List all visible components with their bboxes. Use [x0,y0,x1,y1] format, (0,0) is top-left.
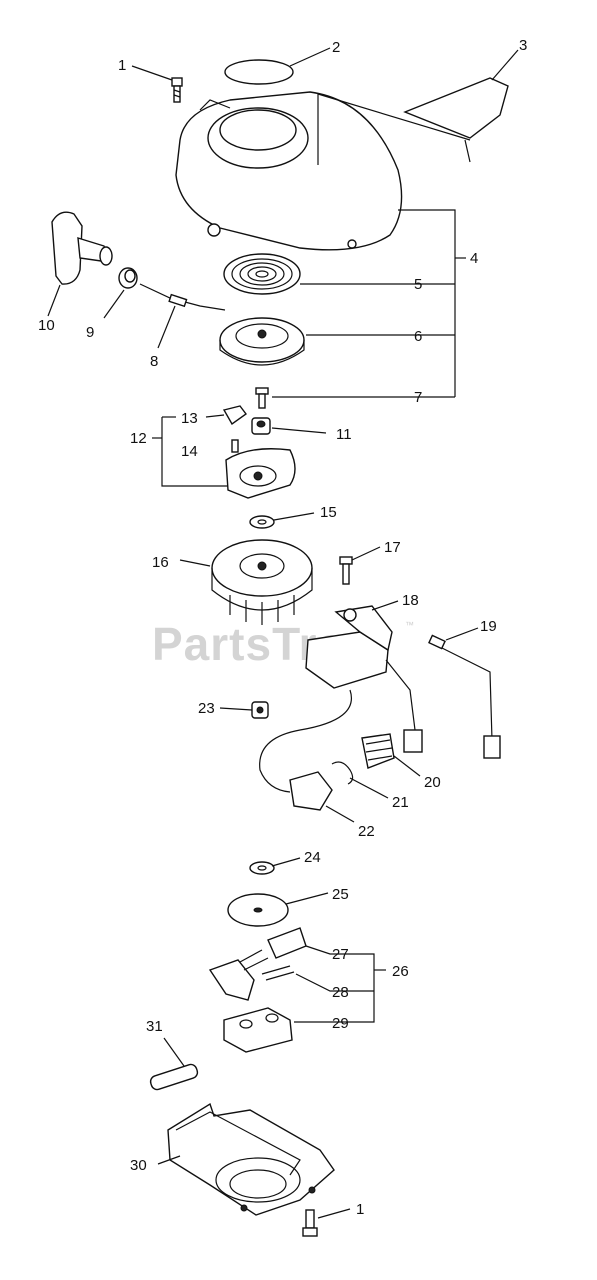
leader-lines [47,47,519,1219]
part-fan-cover [175,91,471,251]
part-ratchet-12 [225,448,296,499]
callout-1-bottom: 1 [356,1201,364,1218]
callout-22: 22 [358,823,375,840]
callout-15: 15 [320,504,337,521]
callout-19: 19 [480,618,497,635]
callout-6: 6 [414,328,422,345]
callout-11: 11 [336,426,352,443]
part-label-plate [403,77,509,139]
part-bolt-17 [339,556,353,585]
part-bolt-top [171,77,183,103]
part-starter-handle [51,211,113,285]
callout-14: 14 [181,443,198,460]
part-nut-11 [251,417,271,435]
callout-12: 12 [130,430,147,447]
part-pawl-13 [222,405,247,426]
callout-23: 23 [198,700,215,717]
callout-13: 13 [181,410,198,427]
callout-labels: 1 2 3 4 5 6 7 8 9 10 11 12 13 14 15 16 1… [38,37,527,1218]
callout-9: 9 [86,324,94,341]
callout-27: 27 [332,946,349,963]
callout-20: 20 [424,774,441,791]
part-flywheel [211,539,313,625]
callout-21: 21 [392,794,409,811]
part-clutch-shoes [208,927,307,1001]
callout-2: 2 [332,39,340,56]
callout-18: 18 [402,592,419,609]
part-spark-plug-cap [259,689,352,811]
callout-16: 16 [152,554,169,571]
part-washer-24 [249,861,275,875]
part-ignition-coil [305,605,423,753]
part-nut-23 [251,701,269,719]
callout-4: 4 [470,250,478,267]
part-spring-21 [331,761,354,785]
part-starter-pulley [219,317,305,366]
part-spark-plug [361,733,395,769]
part-bolt-bottom [302,1209,318,1237]
callout-30: 30 [130,1157,147,1174]
callout-3: 3 [519,37,527,54]
part-spring-14 [231,439,239,453]
part-clutch-case [167,1102,335,1216]
part-clutch-hub [223,1007,293,1053]
callout-1-top: 1 [118,57,126,74]
part-rubber-31 [149,1063,199,1091]
callout-26: 26 [392,963,409,980]
part-gasket-2 [224,59,294,85]
part-recoil-spring [223,253,301,295]
callout-29: 29 [332,1015,349,1032]
callout-25: 25 [332,886,349,903]
callout-31: 31 [146,1018,163,1035]
callout-17: 17 [384,539,401,556]
callout-24: 24 [304,849,321,866]
callout-8: 8 [150,353,158,370]
part-wire-19 [428,634,501,759]
callout-28: 28 [332,984,349,1001]
callout-5: 5 [414,276,422,293]
watermark-trademark: ™ [405,620,414,630]
callout-10: 10 [38,317,55,334]
part-screw-7 [255,387,269,409]
callout-7: 7 [414,389,422,406]
part-rope-guide [118,267,138,289]
part-washer-15 [249,515,275,529]
